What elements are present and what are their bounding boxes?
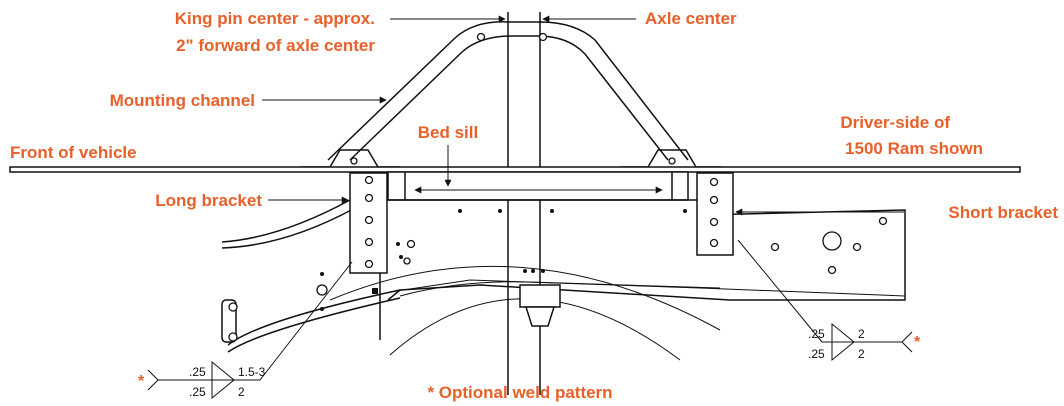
weld-left-leader [259,261,353,381]
weld-left-fillet [211,360,235,400]
rivet-8 [320,272,324,276]
frame-hole-f [406,239,416,249]
long-bracket-hole-1 [364,175,374,185]
weld-symbol-right: * .25 .25 2 2 [808,322,921,362]
front-of-vehicle-label: Front of vehicle [10,143,137,162]
weld-left-asterisk: * [138,373,145,390]
bed-sill-label: Bed sill [418,123,478,142]
frame-kickup-bottom [227,297,401,353]
callout-labels: King pin center - approx. 2" forward of … [10,9,1058,402]
rivet-3 [550,209,554,213]
spring-hanger-line [221,199,351,243]
driver-side-label-line2: 1500 Ram shown [845,139,983,158]
axle-line [399,281,721,297]
frame-hole-b [770,242,780,252]
weld-right-fillet [831,322,855,362]
weld-left-tail [147,369,159,391]
rivet-9 [320,307,324,311]
weld-right-tail [901,331,913,353]
shackle-hole-bottom [228,332,238,342]
axle-housing [519,284,561,308]
long-bracket-hole-5 [364,259,374,269]
short-bracket-hole-3 [709,217,719,227]
mounting-channel-label: Mounting channel [110,91,255,110]
axle-bump-stop [524,306,556,327]
frame-hole-a [878,216,888,226]
weld-left-top-size: .25 [189,365,206,379]
leader-lines [259,15,904,381]
frame-hole-c [852,242,862,252]
channel-hole-left [476,32,486,42]
foot-bolt-left [350,157,358,165]
long-bracket-tab [372,288,378,294]
shackle-hole-top [228,302,238,312]
weld-symbol-left: * .25 .25 1.5-3 2 [138,360,266,400]
frame-hole-e [316,284,328,296]
optional-weld-pattern-note: * Optional weld pattern [427,383,612,402]
long-bracket-hole-3 [364,215,374,225]
driver-side-label-line1: Driver-side of [840,113,950,132]
frame-rail [387,199,906,301]
spring-hanger-line-2 [221,207,356,249]
rivet-6 [531,269,535,273]
rivet-11 [399,255,403,259]
weld-right-bottom-size: .25 [808,347,825,361]
short-bracket-hole-1 [709,177,719,187]
frame-hole-large [822,231,842,251]
rivet-5 [523,269,527,273]
weld-right-leader [737,239,823,343]
frame-kickup-top [227,289,401,346]
king-pin-label-line1: King pin center - approx. [175,9,375,28]
weld-left-bottom-length: 2 [238,385,245,399]
mounting-channel-outer [327,21,689,161]
rivet-4 [683,209,687,213]
rivet-2 [498,209,502,213]
rivet-7 [541,269,545,273]
long-bracket-label: Long bracket [155,191,262,210]
frame-drawing [9,12,1021,395]
weld-right-top-length: 2 [858,327,865,341]
rivet-1 [458,209,462,213]
wheel-arc-outer [329,265,721,331]
axle-center-label: Axle center [645,9,737,28]
short-bracket-hole-2 [709,195,719,205]
short-bracket-label: Short bracket [948,203,1058,222]
frame-hole-g [403,257,411,265]
weld-left-bottom-size: .25 [189,385,206,399]
channel-hole-right [538,32,548,42]
long-bracket-hole-4 [364,237,374,247]
king-pin-label-line2: 2" forward of axle center [176,36,375,55]
bed-sill [387,171,689,201]
channel-foot-left [300,149,400,168]
weld-right-top-size: .25 [808,327,825,341]
weld-right-bottom-length: 2 [858,347,865,361]
mounting-channel-inner [349,35,669,161]
long-bracket-hole-2 [364,193,374,203]
weld-left-top-length: 1.5-3 [238,365,266,379]
short-bracket-hole-4 [709,238,719,248]
frame-hole-d [827,265,837,275]
foot-bolt-right [668,157,676,165]
frame-rail-flange [389,279,906,297]
rivet-10 [396,242,400,246]
weld-right-asterisk: * [914,334,921,351]
